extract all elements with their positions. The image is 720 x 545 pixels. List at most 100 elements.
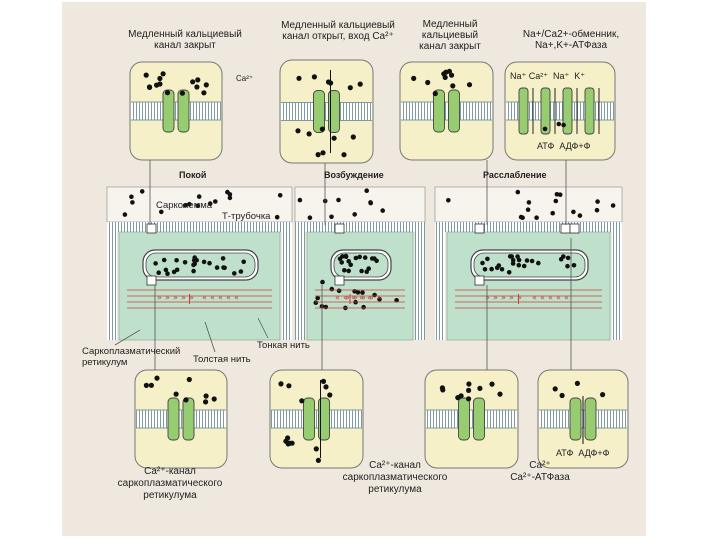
ca-ion-dot [550, 210, 555, 216]
exchanger-subunit [584, 87, 595, 135]
ca-ion-dot [311, 74, 317, 80]
cytoplasm [446, 231, 611, 341]
ca-ion-dot [159, 209, 164, 215]
ca-ion-dot [449, 72, 455, 78]
ca-ion-dot [323, 304, 329, 310]
membrane-bilayer [131, 102, 221, 120]
ca-ion-dot [320, 150, 326, 156]
ca-ion-dot [201, 259, 207, 265]
ca-ion-dot [274, 214, 280, 220]
ca-ion-dot [277, 193, 283, 198]
cell-sections: »«»«»«»«»«»«»«»«»«»«»«»«»«»«»« [106, 186, 623, 341]
actin-marker: » [165, 293, 170, 302]
ca-ion-dot [440, 387, 446, 393]
label-atp-box8: АТФ АДФ+Ф [556, 448, 610, 458]
channel-subunit [303, 397, 315, 441]
actin-marker: « [226, 293, 231, 302]
ca-ion-dot [521, 263, 527, 269]
ca-ion-dot [466, 381, 472, 387]
cell-section-3: »«»«»«»«»« [434, 186, 623, 341]
channel-subunit [167, 397, 180, 441]
actin-marker: » [353, 293, 358, 302]
ca-ion-dot [515, 189, 521, 195]
ca-ion-dot [329, 214, 334, 220]
ca-ion-dot [559, 392, 565, 399]
sarcolemma-wall-left [107, 232, 117, 340]
ca-ion-dot [442, 74, 448, 80]
actin-marker: « [202, 293, 207, 302]
actin-marker: « [556, 293, 561, 302]
label-sarcoplasmic-reticulum: Саркоплазматический ретикулум [82, 346, 181, 368]
exchanger-subunit [540, 87, 551, 135]
ca-ion-dot [340, 254, 345, 259]
ca-ion-dot [148, 382, 154, 388]
ca-ion-dot [153, 261, 158, 266]
ca-ion-dot [377, 296, 382, 302]
ca-ion-dot [510, 257, 516, 263]
box-slow-ca-closed-relax [399, 61, 494, 161]
channel-subunit [448, 89, 460, 133]
ca-ion-dot [561, 122, 566, 128]
label-top-channel-open: Медленный кальциевый канал открыт, вход … [281, 20, 395, 42]
ca-ion-dot [174, 258, 179, 263]
actin-marker: » [157, 293, 162, 302]
ca-ion-dot [315, 295, 321, 301]
membrane-channel-marker [334, 223, 345, 234]
ca-ion-dot [380, 208, 386, 213]
ca-ion-dot [595, 199, 600, 204]
exchanger-marker [560, 223, 571, 234]
label-atp-box4: АТФ АДФ+Ф [537, 141, 591, 151]
ca-ion-dot [362, 255, 368, 260]
ca-ion-dot [179, 90, 185, 96]
cell-section-2: »«»«»«»«»« [294, 186, 426, 341]
sarcolemma-membrane [295, 222, 425, 232]
ca-ion-dot [600, 392, 606, 398]
label-ca-box1: Ca²⁺ [236, 74, 254, 83]
actin-marker: « [343, 293, 348, 302]
ca-ion-dot [515, 254, 520, 259]
sr-channel-marker [146, 275, 157, 286]
ca-ion-dot [489, 381, 495, 387]
ca-ion-dot [286, 383, 292, 389]
actin-marker: « [367, 293, 372, 302]
label-thin-filament: Тонкая нить [257, 340, 310, 351]
ca-ion-dot [458, 393, 464, 399]
ca-ion-dot [552, 386, 558, 392]
atpase-subunit [584, 397, 597, 441]
channel-subunit [177, 89, 190, 133]
channel-subunit [318, 397, 330, 441]
ca-ion-dot [214, 265, 220, 270]
ca-ion-dot [524, 258, 530, 263]
ca-ion-dot [574, 380, 581, 386]
ca-ion-dot [320, 279, 325, 285]
ca-ion-dot [557, 192, 563, 197]
actin-marker: « [564, 293, 569, 302]
atpase-marker [569, 223, 580, 234]
cytoplasm [118, 231, 281, 341]
ca-ion-dot [287, 440, 293, 446]
actin-marker: » [377, 293, 382, 302]
ca-ion-dot [203, 82, 209, 88]
box-sr-channel-rest [134, 369, 228, 469]
ca-ion-dot [450, 83, 456, 89]
sarcolemma-wall-right [415, 232, 425, 340]
extracellular-space [294, 186, 426, 223]
ca-ion-dot [207, 201, 213, 206]
ca-ion-dot [571, 263, 577, 268]
actin-marker: » [485, 293, 490, 302]
ca-ion-dot [315, 457, 321, 463]
ca-ion-dot [346, 259, 352, 264]
ca-ion-dot [565, 263, 570, 269]
ca-ion-dot [241, 259, 246, 265]
ca-ion-dot [536, 260, 541, 266]
ca-ion-dot [183, 397, 189, 403]
ca-ion-dot [369, 256, 375, 261]
ca-ion-dot [350, 134, 356, 140]
ca-ion-dot [361, 304, 366, 310]
ca-ion-dot [187, 201, 192, 207]
ca-ion-dot [186, 376, 192, 383]
channel-subunit [313, 90, 325, 133]
ca-ion-dot [364, 188, 370, 193]
ca-ion-dot [364, 269, 370, 275]
